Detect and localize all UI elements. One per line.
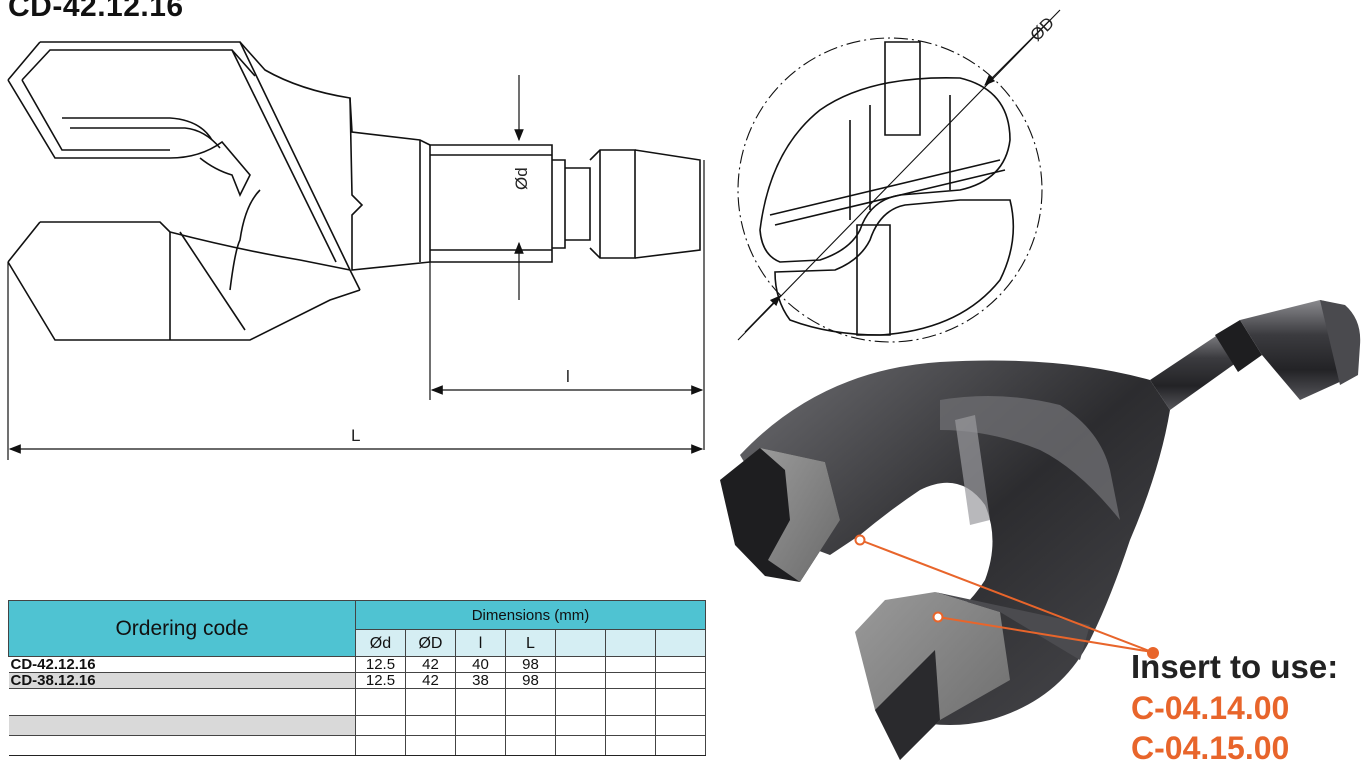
table-cell: 40: [454, 656, 506, 673]
table-cell: [454, 688, 506, 716]
column-header: L: [504, 629, 556, 657]
shank-length-label: l: [566, 367, 570, 386]
header-ordering-code: Ordering code: [8, 600, 356, 657]
table-cell: [504, 735, 556, 756]
table-cell: [554, 735, 606, 756]
header-dimensions: Dimensions (mm): [354, 600, 707, 630]
ordering-table: Ordering code Dimensions (mm) Ød ØD l L …: [8, 600, 707, 756]
table-cell: 12.5: [354, 656, 406, 673]
end-view-drawing: [737, 37, 1043, 343]
table-cell: 98: [504, 672, 556, 689]
table-cell: [354, 735, 406, 756]
ordering-code-cell: CD-42.12.16: [8, 656, 356, 673]
product-title: CD-42.12.16: [8, 0, 184, 23]
ordering-code-cell: CD-38.12.16: [8, 672, 356, 689]
tool-render: [720, 300, 1361, 760]
insert-callout: [854, 534, 1159, 659]
table-cell: [604, 735, 656, 756]
table-cell: [604, 688, 656, 716]
table-cell: [354, 688, 406, 716]
column-header: [554, 629, 606, 657]
table-cell: 98: [504, 656, 556, 673]
insert-code: C-04.14.00: [1131, 690, 1290, 726]
shank-diameter-label: Ød: [512, 167, 531, 190]
column-header: ØD: [404, 629, 456, 657]
column-header: [654, 629, 707, 657]
table-cell: [654, 656, 707, 673]
total-length-label: L: [351, 426, 360, 445]
table-cell: [604, 672, 656, 689]
ordering-code-cell: [8, 715, 356, 736]
column-header: l: [454, 629, 506, 657]
table-cell: [554, 688, 606, 716]
ordering-code-cell: [8, 688, 356, 716]
table-cell: [604, 715, 656, 736]
column-header: Ød: [354, 629, 406, 657]
insert-label: Insert to use:: [1131, 648, 1339, 685]
table-cell: [454, 715, 506, 736]
table-row: [8, 735, 707, 756]
table-cell: 12.5: [354, 672, 406, 689]
table-cell: 42: [404, 656, 456, 673]
table-row: [8, 715, 707, 736]
column-header: [604, 629, 656, 657]
table-cell: [404, 735, 456, 756]
table-cell: [404, 715, 456, 736]
table-cell: [504, 715, 556, 736]
table-cell: [654, 688, 707, 716]
diameter-line: [737, 9, 1061, 341]
table-cell: [554, 672, 606, 689]
table-cell: [354, 715, 406, 736]
table-cell: 38: [454, 672, 506, 689]
side-view-drawing: [7, 41, 701, 341]
table-row: [8, 688, 707, 716]
table-cell: [554, 656, 606, 673]
ordering-code-cell: [8, 735, 356, 756]
dimension-lines: [7, 75, 705, 460]
table-cell: 42: [404, 672, 456, 689]
table-cell: [554, 715, 606, 736]
table-row: CD-38.12.16 12.5 42 38 98: [8, 672, 707, 689]
table-cell: [404, 688, 456, 716]
table-cell: [604, 656, 656, 673]
table-cell: [504, 688, 556, 716]
table-cell: [654, 735, 707, 756]
table-cell: [654, 672, 707, 689]
table-cell: [454, 735, 506, 756]
table-cell: [654, 715, 707, 736]
table-row: CD-42.12.16 12.5 42 40 98: [8, 656, 707, 673]
insert-code: C-04.15.00: [1131, 730, 1290, 766]
